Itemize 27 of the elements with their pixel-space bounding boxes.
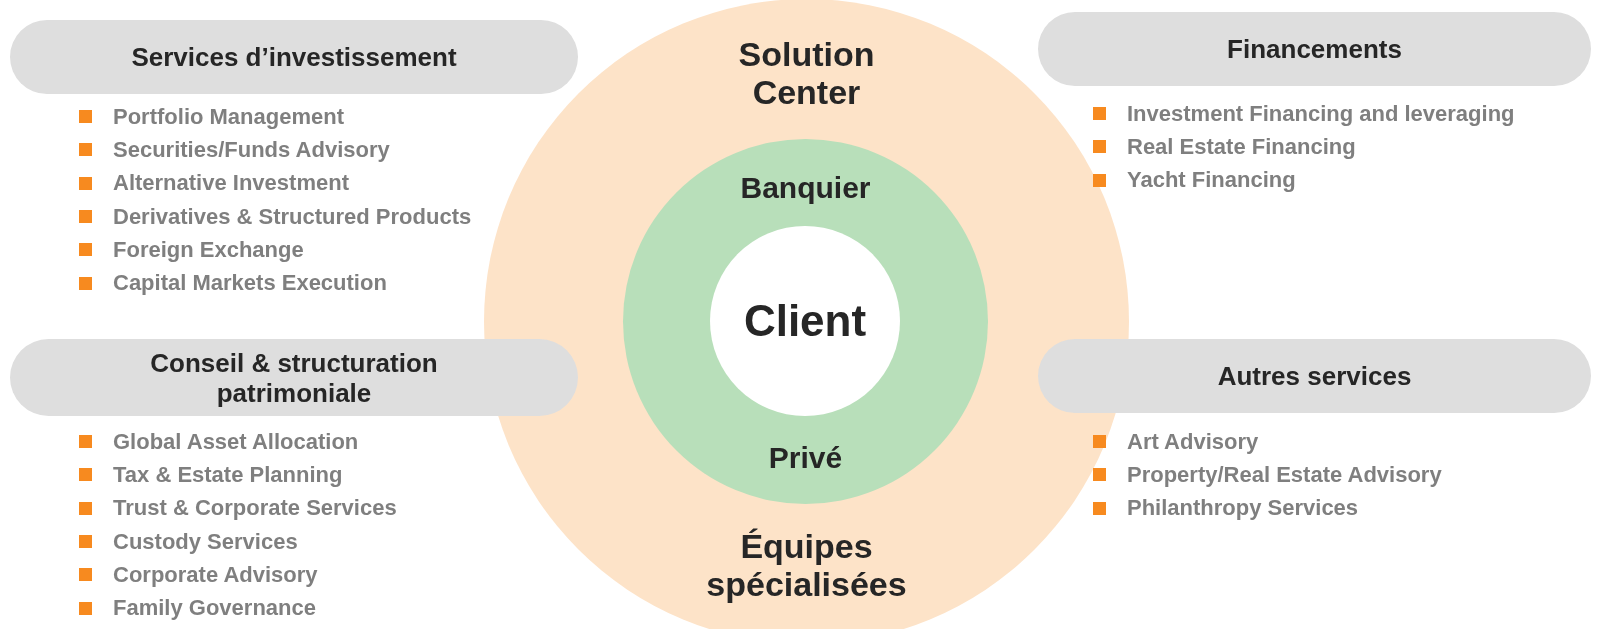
service-item: Capital Markets Execution bbox=[113, 270, 387, 297]
service-item: Family Governance bbox=[113, 595, 316, 622]
category-heading: Financements bbox=[1226, 34, 1403, 64]
service-item: Custody Services bbox=[113, 528, 298, 555]
service-item: Portfolio Management bbox=[113, 103, 344, 130]
service-item: Real Estate Financing bbox=[1127, 133, 1356, 160]
center-label: Client bbox=[743, 295, 867, 347]
service-item: Foreign Exchange bbox=[113, 236, 304, 263]
ring-label: Banquier bbox=[739, 171, 872, 205]
service-item: Art Advisory bbox=[1127, 428, 1259, 455]
service-item: Philanthropy Services bbox=[1127, 495, 1359, 522]
service-item: Global Asset Allocation bbox=[113, 428, 359, 455]
service-item: Tax & Estate Planning bbox=[113, 461, 343, 488]
category-heading: Autres services bbox=[1216, 361, 1413, 391]
service-item: Derivatives & Structured Products bbox=[113, 203, 472, 230]
category-heading: Services d’investissement bbox=[130, 42, 458, 72]
service-item: Securities/Funds Advisory bbox=[113, 136, 390, 163]
service-item: Property/Real Estate Advisory bbox=[1127, 461, 1442, 488]
service-item: Corporate Advisory bbox=[113, 561, 318, 588]
ring-label: Privé bbox=[767, 441, 844, 475]
category-heading: Conseil & structuration patrimoniale bbox=[149, 347, 439, 408]
service-item: Trust & Corporate Services bbox=[113, 495, 397, 522]
circle-heading: Solution Center bbox=[737, 35, 876, 111]
service-item: Investment Financing and leveraging bbox=[1127, 100, 1515, 127]
circle-heading: Équipes spécialisées bbox=[705, 527, 908, 603]
service-item: Yacht Financing bbox=[1127, 167, 1296, 194]
service-item: Alternative Investment bbox=[113, 170, 349, 197]
